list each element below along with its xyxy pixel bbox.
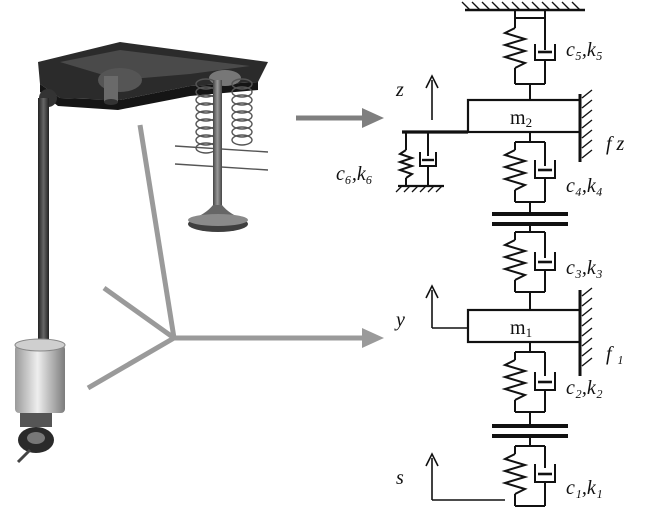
- label-s: s: [396, 467, 404, 489]
- valve-train-illustration: [14, 42, 384, 464]
- mass-m2-label: m2: [510, 107, 532, 130]
- label-c6-k6: c₆,k₆: [336, 163, 373, 185]
- label-c3-k3: c₃,k₃: [566, 257, 603, 279]
- valve: [188, 80, 248, 232]
- friction-wall-f1: [578, 287, 593, 376]
- label-z: z: [395, 79, 404, 101]
- rocker-arm: [38, 42, 268, 110]
- dynamic-model-schematic: [395, 1, 593, 507]
- tappet: [14, 338, 66, 427]
- cam: [16, 427, 54, 464]
- spring-damper-6: [395, 132, 444, 193]
- arrow-to-m1: [362, 328, 384, 348]
- top-ground: [461, 1, 585, 12]
- label-c2-k2: c₂,k₂: [566, 377, 603, 399]
- spring-damper-5: [501, 10, 556, 100]
- spring-damper-3: [501, 224, 556, 310]
- mass-m1-label: m1: [510, 317, 532, 340]
- friction-wall-fz: [578, 89, 593, 162]
- label-c5-k5: c₅,k₅: [566, 39, 603, 61]
- label-y: y: [394, 309, 405, 331]
- schematic-labels: m2 m1 c₅,k₅ c₆,k₆ c₄,k₄ c₃,k₃ c₂,k₂ c₁,k…: [336, 39, 625, 499]
- label-fz: f z: [606, 133, 625, 155]
- push-rod: [38, 98, 49, 358]
- label-f1: f ₁: [606, 343, 624, 365]
- spring-damper-1: [501, 436, 556, 507]
- displacement-arrow-s: [425, 452, 505, 501]
- spring-damper-2: [501, 342, 556, 426]
- displacement-arrow-z: [425, 74, 439, 120]
- arrow-to-m2: [362, 108, 384, 128]
- label-c1-k1: c₁,k₁: [566, 477, 603, 499]
- displacement-arrow-y: [425, 284, 468, 329]
- label-c4-k4: c₄,k₄: [566, 175, 603, 197]
- spring-damper-4: [501, 132, 556, 214]
- gray-pointer-lines: [86, 124, 365, 391]
